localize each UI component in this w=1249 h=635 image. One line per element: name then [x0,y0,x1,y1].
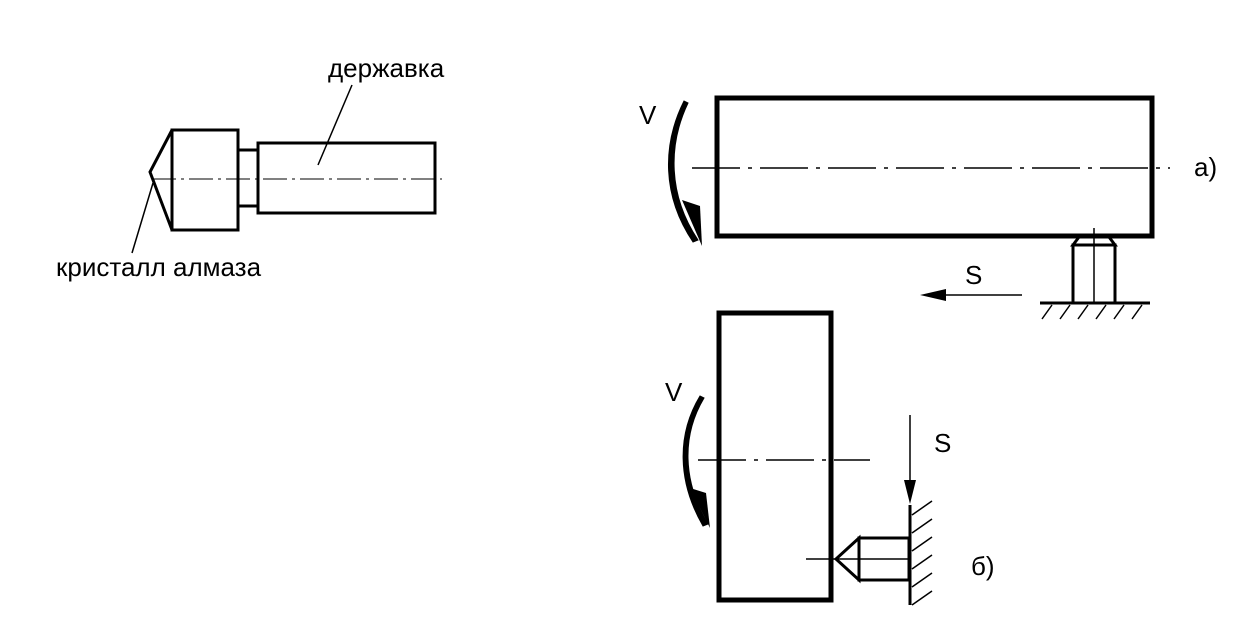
rotation-arrow-b [682,395,709,527]
tool-detail: державка кристалл алмаза [56,53,445,282]
variant-b-diagram: V S б) [665,310,995,606]
variant-b-label: б) [971,551,995,581]
ground-hatching-b [911,500,933,606]
feed-arrow-b-head [904,480,916,504]
ground-hatching-a [1041,304,1143,320]
tool-head [170,128,240,232]
holder-leader-line [317,84,353,166]
rotation-arrowhead-b [690,488,710,528]
feed-label-b: S [934,428,951,458]
tool-neck [236,148,260,208]
diamond-crystal-tip [148,129,174,231]
feed-label-a: S [965,260,982,290]
speed-label-b: V [665,377,683,407]
rotation-arrowhead-a [682,200,702,246]
holder-label: державка [328,53,445,83]
tool-holder-shank [256,141,437,215]
workpiece-b [716,310,834,603]
cutter-a-tip [1070,235,1118,247]
crystal-leader-line [131,182,154,254]
variant-a-diagram: V S а) [639,95,1217,320]
feed-arrow-a-head [920,289,946,301]
workpiece-a [714,95,1155,239]
speed-label-a: V [639,100,657,130]
variant-a-label: а) [1194,152,1217,182]
diamond-crystal-label: кристалл алмаза [56,252,262,282]
rotation-arrow-a [667,100,699,243]
